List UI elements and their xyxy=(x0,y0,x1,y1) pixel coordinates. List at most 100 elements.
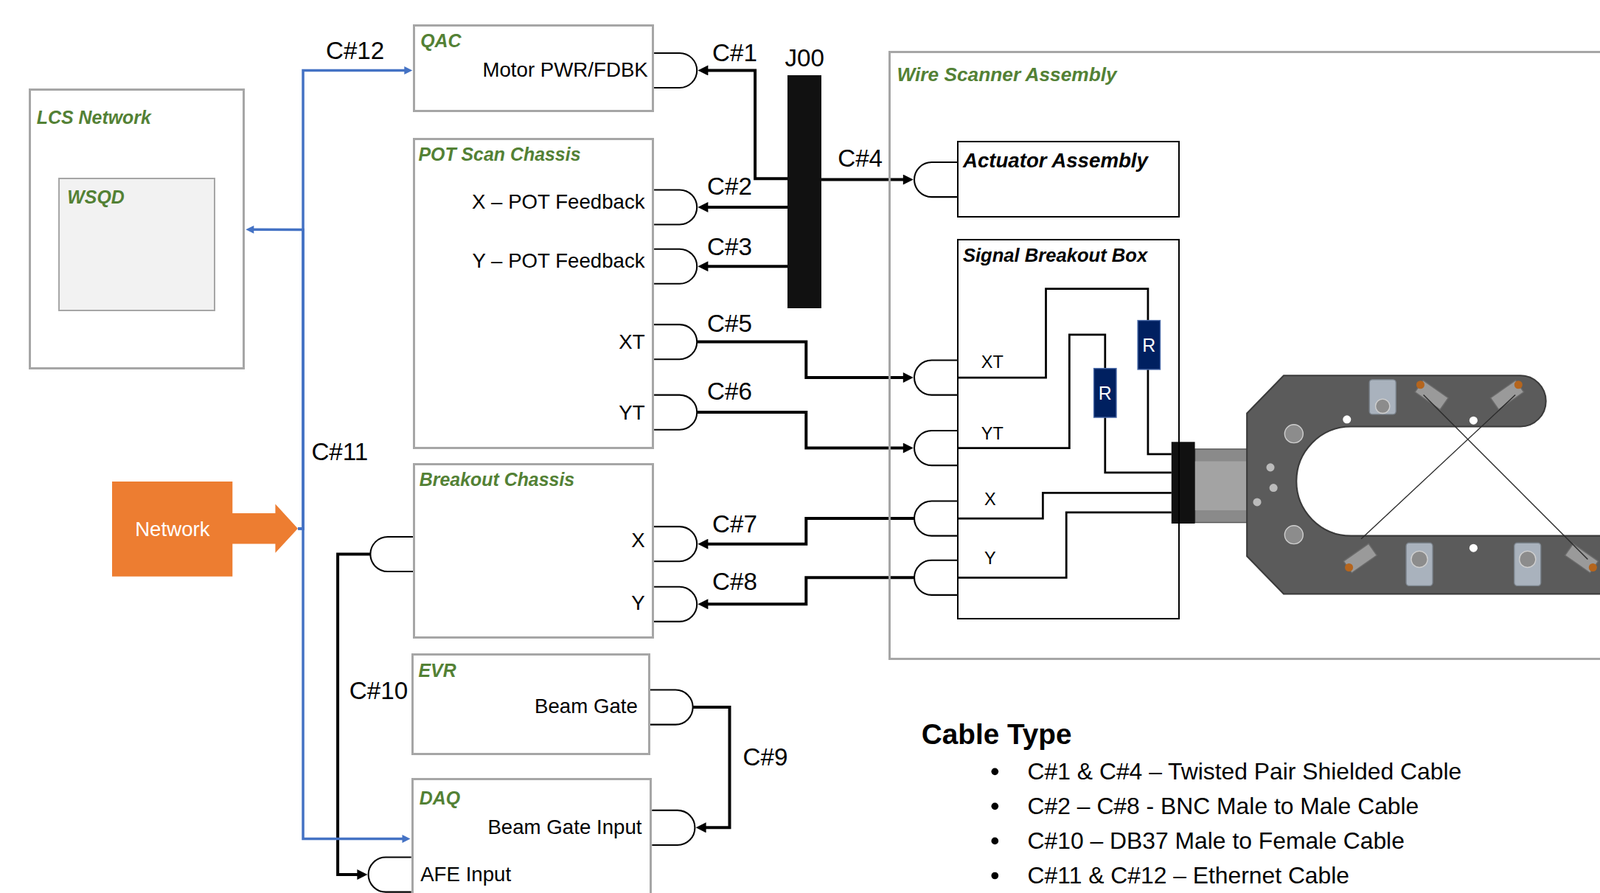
port-symbol xyxy=(650,690,694,725)
internal-wire xyxy=(957,289,1149,378)
box-heading: EVR xyxy=(418,659,456,682)
bullet-dot xyxy=(990,802,999,811)
cable-number: C#10 xyxy=(349,676,408,705)
box-heading: POT Scan Chassis xyxy=(418,143,581,166)
bullet-dot xyxy=(990,872,999,880)
port-symbol xyxy=(654,586,697,622)
wire-scanner-fork xyxy=(1246,375,1600,594)
multipin-connector xyxy=(1171,441,1196,524)
cable-line xyxy=(696,342,907,378)
screw xyxy=(1519,550,1536,568)
cable-number: C#8 xyxy=(712,567,758,596)
port-label: AFE Input xyxy=(420,862,511,887)
actuator-box: Actuator Assembly xyxy=(957,140,1180,218)
cable-number: C#4 xyxy=(837,143,883,172)
port-symbol xyxy=(654,53,697,88)
screw xyxy=(1284,525,1303,545)
legend-bullets xyxy=(990,767,999,879)
box-heading: Actuator Assembly xyxy=(962,148,1149,173)
port-symbol xyxy=(914,501,958,537)
box-heading: Wire Scanner Assembly xyxy=(896,63,1117,86)
cable-number: C#9 xyxy=(742,743,788,772)
chassis-box: QAC Motor PWR/FDBK xyxy=(412,24,655,113)
cable-line xyxy=(693,707,730,828)
cable-number: C#1 xyxy=(712,39,758,68)
legend-item: C#1 & C#4 – Twisted Pair Shielded Cable xyxy=(1027,757,1463,786)
chassis-box: POT Scan ChassisX – POT FeedbackY – POT … xyxy=(412,137,655,450)
box-heading: WSQD xyxy=(67,186,124,208)
port-symbol xyxy=(654,249,697,284)
port-symbol xyxy=(914,360,958,396)
scanner-flange xyxy=(1195,461,1249,511)
roller-cap xyxy=(1514,380,1523,389)
cable-line xyxy=(821,178,907,182)
cable-line xyxy=(696,412,907,448)
fork-bracket xyxy=(1514,542,1542,586)
port-label: Beam Gate xyxy=(534,694,638,719)
junction-bar: J00 xyxy=(787,75,822,309)
locating-hole xyxy=(1469,544,1478,553)
legend-item: C#2 – C#8 - BNC Male to Male Cable xyxy=(1027,792,1420,820)
port-label: X xyxy=(984,489,997,510)
port-label: XT xyxy=(618,330,645,354)
resistor-symbol xyxy=(1137,320,1160,370)
screw xyxy=(1252,497,1261,506)
port-symbol xyxy=(654,189,697,225)
network-label: Network xyxy=(134,517,210,542)
roller-cap xyxy=(1416,380,1425,389)
port-symbol xyxy=(654,526,697,562)
internal-wire xyxy=(1105,417,1172,473)
screw xyxy=(1375,398,1390,413)
legend-item: C#10 – DB37 Male to Female Cable xyxy=(1027,827,1405,855)
network-region: LCS NetworkWSQD xyxy=(28,88,245,370)
scanner-flange xyxy=(1195,449,1249,523)
network-arrow: Network xyxy=(112,481,298,577)
internal-wire xyxy=(1148,369,1172,455)
port-symbol xyxy=(368,857,412,893)
box-heading: Breakout Chassis xyxy=(419,468,575,491)
box-heading: DAQ xyxy=(419,787,461,809)
port-symbol xyxy=(914,162,958,197)
chassis-box: EVR Beam Gate xyxy=(411,653,651,756)
cable-line xyxy=(250,229,304,529)
cable-number: C#2 xyxy=(707,172,753,201)
bullet-dot xyxy=(990,767,999,775)
cable-number: C#12 xyxy=(325,36,385,65)
resistor-label: R xyxy=(1098,381,1112,404)
port-label: X – POT Feedback xyxy=(471,190,646,214)
cable-line xyxy=(704,70,789,179)
resistor-symbol xyxy=(1094,368,1117,418)
scan-wire xyxy=(1361,395,1516,539)
wire-roller xyxy=(1490,380,1525,410)
network-arrow-fill xyxy=(112,481,298,577)
screw xyxy=(1269,483,1278,492)
screw xyxy=(1265,463,1275,472)
cable-number: C#5 xyxy=(707,309,753,338)
junction-label: J00 xyxy=(784,44,825,73)
cable-number: C#11 xyxy=(311,437,368,466)
breakout-box: Signal Breakout BoxXTYTXY xyxy=(957,238,1180,620)
wire-roller xyxy=(1414,380,1449,410)
internal-wire xyxy=(957,512,1172,579)
port-label: YT xyxy=(981,424,1004,445)
locating-hole xyxy=(1469,416,1478,425)
legend-heading: Cable Type xyxy=(921,718,1073,752)
port-label: Motor PWR/FDBK xyxy=(482,58,648,83)
port-symbol xyxy=(914,560,958,596)
roller-cap xyxy=(1588,563,1598,572)
box-heading: Signal Breakout Box xyxy=(962,244,1148,267)
box-heading: QAC xyxy=(420,30,461,52)
scan-wire xyxy=(1423,395,1589,560)
roller-cap xyxy=(1344,563,1353,572)
cable-line xyxy=(337,553,371,875)
port-label: Beam Gate Input xyxy=(487,815,642,840)
port-symbol xyxy=(370,536,413,572)
wire-roller xyxy=(1343,543,1377,573)
software-box: WSQD xyxy=(58,177,216,312)
port-label: Y xyxy=(631,591,645,615)
box-heading: LCS Network xyxy=(36,106,152,129)
port-symbol xyxy=(651,810,695,845)
chassis-box: DAQ Beam Gate InputAFE Input xyxy=(411,777,653,893)
chassis-box: Breakout ChassisXY xyxy=(412,463,655,639)
cable-number: C#6 xyxy=(707,377,753,406)
